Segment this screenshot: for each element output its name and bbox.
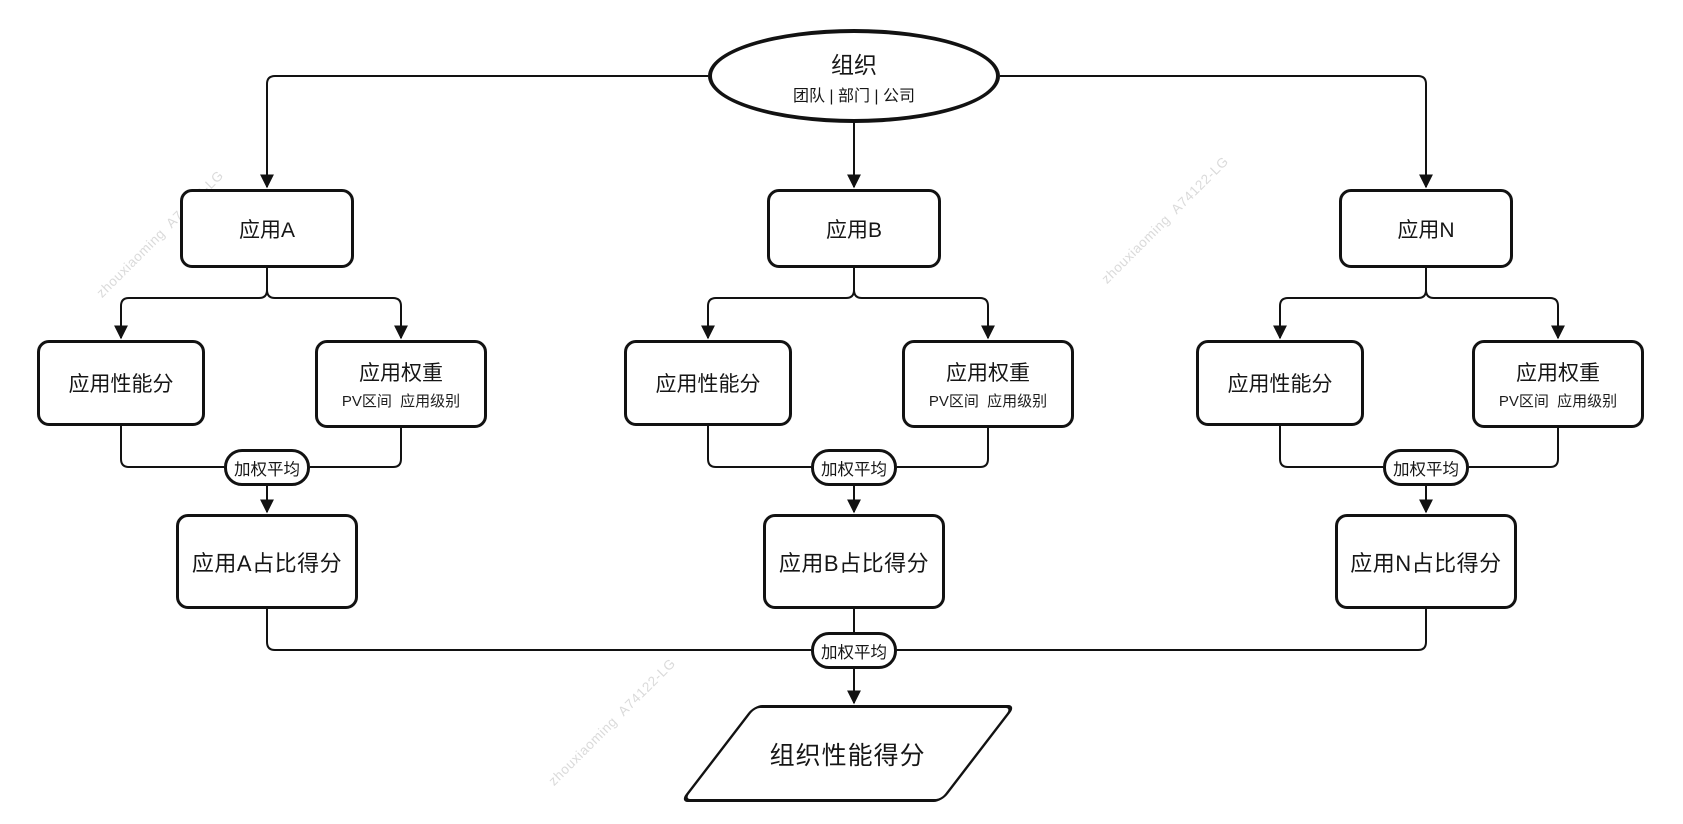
edge-weight-b-to-avg xyxy=(897,428,989,468)
perf-score-node-b: 应用性能分 xyxy=(624,340,792,426)
perf-score-node-a: 应用性能分 xyxy=(37,340,205,426)
org-sublabel: 团队 | 部门 | 公司 xyxy=(792,88,916,105)
app-weight-label-b: 应用权重 xyxy=(946,362,1030,385)
app-node-n: 应用N xyxy=(1339,189,1513,268)
app-node-a: 应用A xyxy=(180,189,354,268)
org-label: 组织 xyxy=(831,52,877,78)
org-node: 组织 团队 | 部门 | 公司 xyxy=(708,29,1000,123)
weighted-avg-label-b: 加权平均 xyxy=(821,460,887,479)
app-score-label-b: 应用B占比得分 xyxy=(778,550,930,576)
edge-app-a-to-weight xyxy=(266,268,408,340)
app-label-a: 应用A xyxy=(238,218,295,242)
edge-org-to-app-a xyxy=(260,75,708,189)
edge-weight-a-to-avg xyxy=(310,428,402,468)
edge-perf-a-to-avg xyxy=(120,426,224,468)
edge-app-b-to-perf xyxy=(701,268,855,340)
app-score-label-a: 应用A占比得分 xyxy=(191,550,343,576)
app-weight-node-b: 应用权重 PV区间 应用级别 xyxy=(902,340,1074,428)
edge-app-n-to-weight xyxy=(1425,268,1565,340)
final-weighted-avg-node: 加权平均 xyxy=(811,632,897,669)
app-weight-node-n: 应用权重 PV区间 应用级别 xyxy=(1472,340,1644,428)
perf-score-label-a: 应用性能分 xyxy=(68,373,174,396)
app-weight-sublabel-n: PV区间 应用级别 xyxy=(1498,393,1618,410)
app-node-b: 应用B xyxy=(767,189,941,268)
app-score-label-n: 应用N占比得分 xyxy=(1350,550,1502,576)
edge-weight-n-to-avg xyxy=(1469,428,1559,468)
app-label-b: 应用B xyxy=(825,218,882,242)
perf-score-node-n: 应用性能分 xyxy=(1196,340,1364,426)
org-score-label: 组织性能得分 xyxy=(769,741,926,770)
app-weight-sublabel-a: PV区间 应用级别 xyxy=(341,393,461,410)
app-score-node-b: 应用B占比得分 xyxy=(763,514,945,609)
weighted-avg-label-a: 加权平均 xyxy=(234,460,300,479)
app-score-node-n: 应用N占比得分 xyxy=(1335,514,1517,609)
edge-app-n-to-perf xyxy=(1273,268,1427,340)
app-score-node-a: 应用A占比得分 xyxy=(176,514,358,609)
edge-perf-n-to-avg xyxy=(1279,426,1383,468)
edge-score-n-to-final xyxy=(897,609,1427,651)
edge-app-a-to-perf xyxy=(114,268,268,340)
app-weight-label-a: 应用权重 xyxy=(359,362,443,385)
edge-score-a-to-final xyxy=(266,609,811,651)
final-weighted-avg-label: 加权平均 xyxy=(821,643,887,662)
app-label-n: 应用N xyxy=(1397,218,1455,242)
perf-score-label-b: 应用性能分 xyxy=(655,373,761,396)
edge-perf-b-to-avg xyxy=(707,426,811,468)
weighted-avg-node-b: 加权平均 xyxy=(811,449,897,486)
weighted-avg-node-a: 加权平均 xyxy=(224,449,310,486)
edge-app-b-to-weight xyxy=(853,268,995,340)
app-weight-sublabel-b: PV区间 应用级别 xyxy=(928,393,1048,410)
weighted-avg-node-n: 加权平均 xyxy=(1383,449,1469,486)
app-weight-node-a: 应用权重 PV区间 应用级别 xyxy=(315,340,487,428)
weighted-avg-label-n: 加权平均 xyxy=(1393,460,1459,479)
app-weight-label-n: 应用权重 xyxy=(1516,362,1600,385)
edge-org-to-app-n xyxy=(1000,75,1433,189)
perf-score-label-n: 应用性能分 xyxy=(1227,373,1333,396)
